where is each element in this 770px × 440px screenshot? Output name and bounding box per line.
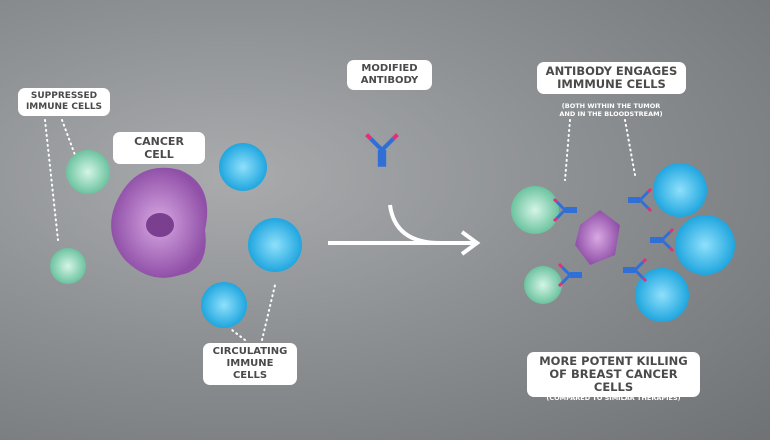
arrow-icon <box>328 204 481 256</box>
engages-sublabel: (BOTH WITHIN THE TUMOR AND IN THE BLOODS… <box>559 102 663 118</box>
potent-killing-label: MORE POTENT KILLING OF BREAST CANCER CEL… <box>527 352 700 397</box>
engaged-cells <box>511 163 735 322</box>
pointer-lines <box>44 119 636 341</box>
engages-label: ANTIBODY ENGAGES IMMMUNE CELLS <box>537 62 686 94</box>
circulating-immune-cells-label: CIRCULATING IMMUNE CELLS <box>203 343 297 385</box>
suppressed-immune-cells-label: SUPPRESSED IMMUNE CELLS <box>18 88 110 116</box>
potent-sublabel: (COMPARED TO SIMILAR THERAPIES) <box>546 394 681 402</box>
circulating-immune-cells <box>201 143 302 328</box>
antibody-icon <box>367 135 398 167</box>
suppressed-immune-cells <box>50 150 110 284</box>
cancer-cell-label: CANCER CELL <box>113 132 205 164</box>
cancer-cell <box>111 167 208 278</box>
modified-antibody-label: MODIFIED ANTIBODY <box>347 60 432 90</box>
